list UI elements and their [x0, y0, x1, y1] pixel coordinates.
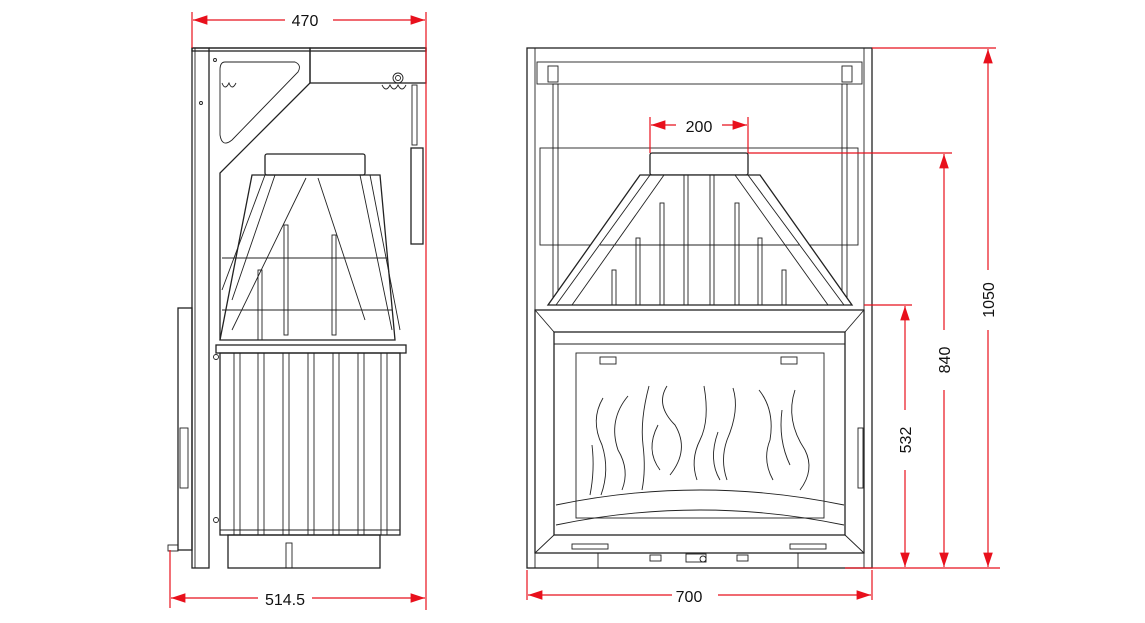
dimension-total-height: 1050	[981, 282, 998, 318]
flames	[589, 385, 810, 496]
chain-right	[841, 83, 848, 305]
top-mechanism-box	[309, 47, 427, 84]
chain-left	[552, 83, 559, 305]
dimension-front-width: 700	[676, 589, 703, 606]
door-handle	[179, 427, 189, 489]
top-rail	[536, 61, 863, 85]
dimension-side-bottom: 514.5	[265, 592, 305, 609]
dimension-door-height: 532	[898, 427, 915, 454]
fire-door	[534, 309, 865, 554]
dimension-side-top: 470	[292, 13, 319, 30]
side-cage	[215, 344, 407, 536]
counterweight	[410, 147, 424, 245]
side-door	[177, 307, 193, 551]
glass-window	[575, 352, 825, 519]
flue-collar	[264, 153, 366, 176]
dimension-flue-height: 840	[937, 347, 954, 374]
air-control-slider	[685, 553, 707, 563]
front-view: 700 200 532 840 1050	[526, 47, 1000, 606]
side-view: 470 514.5	[167, 12, 427, 610]
front-hood	[546, 174, 854, 306]
side-bracket	[209, 47, 311, 340]
dimension-flue: 200	[686, 119, 713, 136]
gear-icon	[381, 83, 407, 90]
door-handle-front	[857, 427, 864, 489]
base	[227, 534, 381, 569]
control-panel	[597, 552, 799, 569]
front-flue-collar	[649, 152, 749, 176]
hood	[219, 174, 396, 341]
